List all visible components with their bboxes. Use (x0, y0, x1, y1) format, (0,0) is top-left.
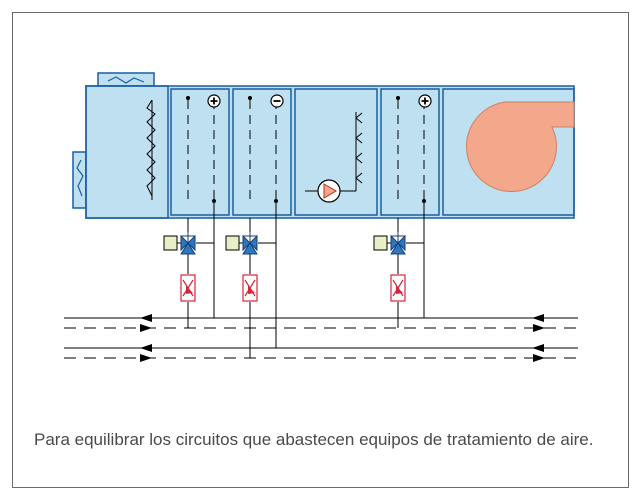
supply-main-lower (64, 344, 578, 352)
humidifier-pump-icon (305, 112, 363, 203)
three-way-valve-icon (373, 232, 406, 255)
fan-icon (466, 101, 575, 192)
balancing-valve-icon (180, 274, 196, 302)
heating-coil-plus-icon (207, 94, 221, 108)
top-damper (97, 72, 155, 87)
reheat-coil-plus-icon (418, 94, 432, 108)
figure-caption: Para equilibrar los circuitos que abaste… (34, 430, 594, 449)
supply-main-upper (64, 314, 578, 322)
return-main-lower (64, 354, 578, 362)
side-damper (72, 151, 87, 209)
balancing-valve-icon (390, 274, 406, 302)
three-way-valve-icon (225, 232, 258, 255)
balancing-valve-icon (242, 274, 258, 302)
return-main-upper (64, 324, 578, 332)
cooling-coil-minus-icon (270, 94, 284, 108)
heat-recovery-icon (146, 99, 156, 200)
three-way-valve-icon (163, 232, 196, 255)
section-dividers (85, 85, 575, 219)
